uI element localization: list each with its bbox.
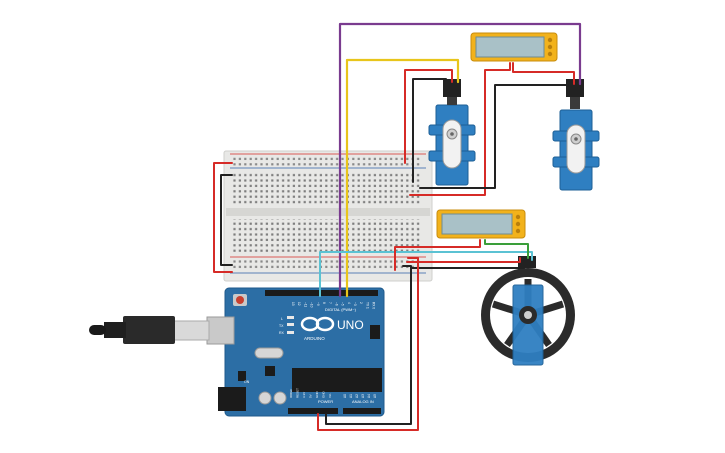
digital-pin-label: ~11 [303, 302, 307, 307]
power-pin-label: GND [322, 391, 326, 399]
analog-pin-label: A0 [343, 394, 347, 398]
servo-right[interactable] [552, 79, 600, 191]
indicator-label: RX [279, 331, 285, 335]
digital-pin-label: ~5 [341, 302, 345, 306]
wire-red[interactable] [409, 62, 511, 196]
wire-black[interactable] [412, 78, 447, 183]
reset-button[interactable] [236, 296, 244, 304]
wire-red[interactable] [317, 257, 419, 431]
digital-pin-label: 13 [291, 302, 295, 306]
probe-jack-icon [515, 221, 521, 227]
digital-pin-label: ~6 [334, 302, 338, 306]
arduino-uno-board[interactable]: UNO ARDUINO DIGITAL (PWM~) POWER ANALOG … [206, 287, 385, 417]
wire-black[interactable] [411, 257, 525, 269]
wire-black[interactable] [419, 84, 569, 189]
digital-pin-label: ~10 [310, 302, 314, 308]
multimeter-mid[interactable] [436, 209, 526, 239]
digital-pin-label: 4 [347, 302, 351, 304]
arduino-logo-icon [300, 316, 335, 332]
wire-red[interactable] [213, 162, 233, 273]
probe-jack-icon [515, 214, 521, 220]
power-pin-label: IOREF [289, 389, 293, 398]
digital-pin-label: 7 [328, 302, 332, 304]
analog-pin-label: A2 [355, 394, 359, 398]
wire-green[interactable] [484, 239, 529, 259]
servo-wheel[interactable] [481, 256, 575, 366]
power-pin-label: 5V [309, 394, 313, 398]
digital-pin-label: TX 1 [365, 302, 369, 309]
analog-pin-label: A3 [361, 394, 365, 398]
power-pin-label: GND [315, 391, 319, 399]
board-brand: ARDUINO [304, 336, 325, 341]
power-pin-label: 3.3V [302, 392, 306, 398]
probe-jack-icon [547, 51, 553, 57]
digital-header-label: DIGITAL (PWM~) [325, 307, 357, 312]
wire-yellow[interactable] [345, 58, 460, 298]
wire-red[interactable] [406, 257, 521, 263]
wire-purple[interactable] [338, 22, 582, 298]
breadboard[interactable] [223, 150, 433, 282]
digital-pin-label: ~3 [353, 302, 357, 306]
power-header-label: POWER [318, 399, 333, 404]
analog-pin-label: A5 [373, 394, 377, 398]
digital-pin-label: RX 0 [372, 302, 376, 309]
multimeter-top[interactable] [470, 32, 558, 62]
indicator-label: ON [244, 380, 250, 384]
digital-pin-label: 2 [359, 302, 363, 304]
digital-pin-label: 12 [297, 302, 301, 306]
indicator-label: TX [279, 324, 284, 328]
usb-cable[interactable] [89, 316, 210, 344]
wire-black[interactable] [220, 174, 233, 266]
servo-left[interactable] [428, 79, 476, 186]
probe-jack-icon [547, 37, 553, 43]
analog-pin-label: A4 [367, 394, 371, 398]
indicator-label: L [281, 317, 283, 321]
wire-red[interactable] [512, 62, 575, 85]
wire-black[interactable] [325, 265, 412, 425]
wires [213, 22, 582, 431]
analog-header-label: ANALOG IN [352, 399, 374, 404]
analog-pin-label: A1 [349, 394, 353, 398]
digital-pin-label: ~9 [316, 302, 320, 306]
board-model: UNO [337, 318, 364, 332]
digital-pin-label: 8 [322, 302, 326, 304]
power-pin-label: RESET [296, 388, 300, 398]
wire-red[interactable] [394, 239, 481, 271]
power-pin-label: Vin [328, 393, 332, 398]
wire-cyan[interactable] [319, 251, 533, 297]
probe-jack-icon [547, 44, 553, 50]
wire-red[interactable] [404, 69, 453, 164]
probe-jack-icon [515, 228, 521, 234]
